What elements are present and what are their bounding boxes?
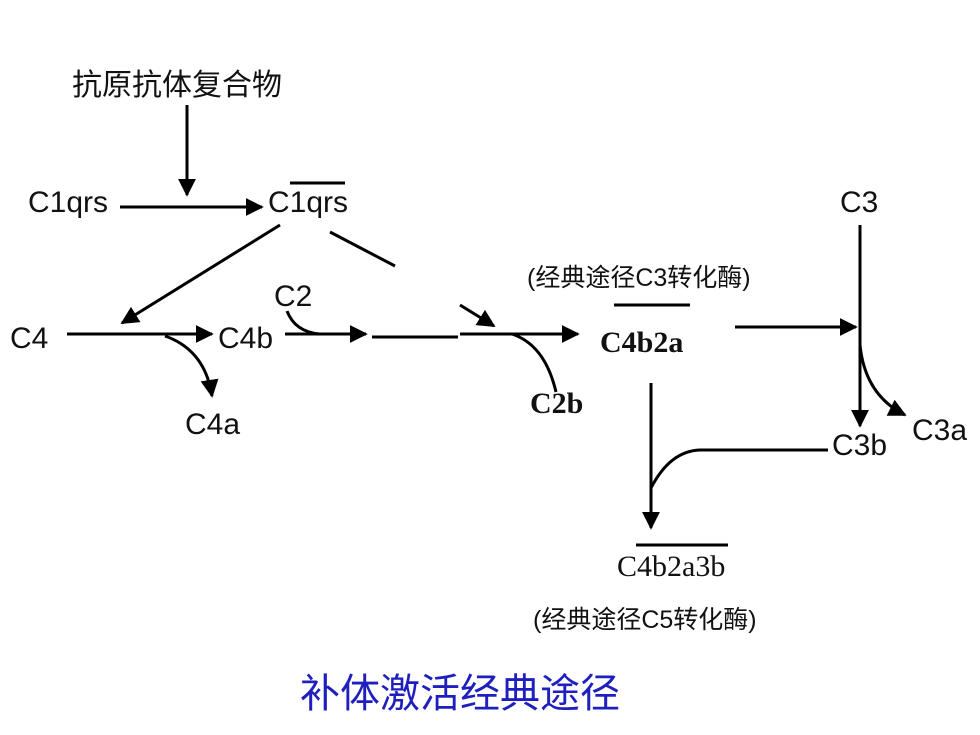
c3b-join-curve — [649, 448, 828, 489]
c2b-release-curve — [511, 332, 558, 393]
c3a-label: C3a — [912, 414, 967, 447]
c3-label: C3 — [840, 186, 878, 219]
c4b-label: C4b — [218, 322, 273, 355]
arrow-c1-to-c4 — [120, 223, 281, 325]
c2b-label: C2b — [530, 387, 583, 420]
c2-join-curve — [285, 310, 321, 336]
immune-complex-label: 抗原抗体复合物 — [72, 69, 282, 102]
arrow-c4-to-c4a — [164, 334, 219, 398]
arrow-c1-to-c2-lower — [459, 303, 496, 328]
c4-label: C4 — [10, 322, 48, 355]
c3-convertase-note: (经典途径C3转化酶) — [527, 264, 751, 292]
arrow-c1-to-c2-upper — [329, 230, 396, 268]
diagram-title: 补体激活经典途径 — [300, 672, 620, 716]
c1qrs-active-label: C1qrs — [268, 186, 348, 219]
c1qrs-label: C1qrs — [28, 186, 108, 219]
c4b2a-label: C4b2a — [600, 326, 683, 359]
c3b-label: C3b — [832, 429, 887, 462]
c4b2a3b-label: C4b2a3b — [617, 550, 725, 583]
c2-label: C2 — [274, 280, 312, 313]
c4a-label: C4a — [185, 408, 240, 441]
arrow-c3-to-c3a — [858, 344, 907, 417]
c5-convertase-note: (经典途径C5转化酶) — [533, 606, 757, 634]
